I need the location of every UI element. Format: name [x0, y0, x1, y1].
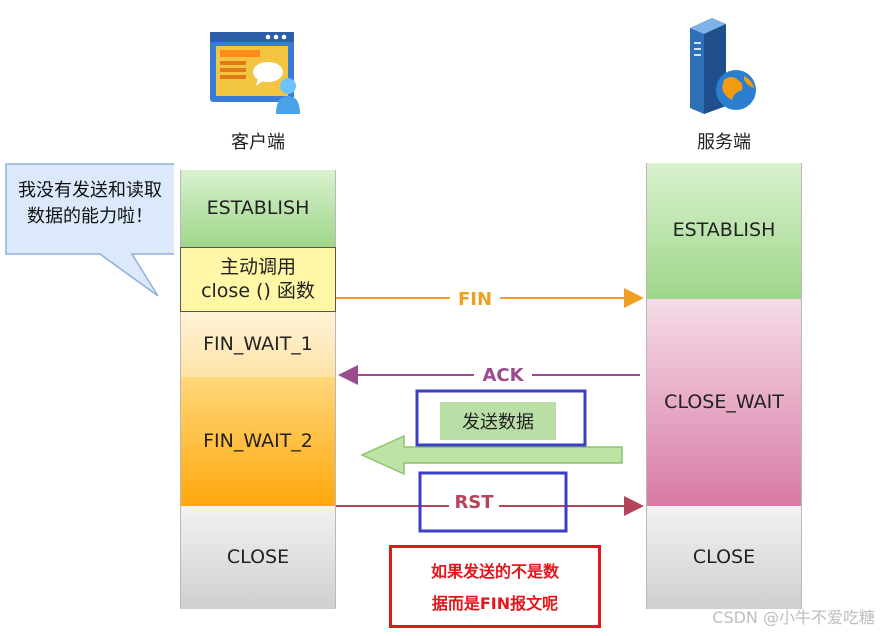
watermark: CSDN @小牛不爱吃糖	[712, 608, 875, 627]
note-line-2: 据而是FIN报文呢	[431, 594, 559, 613]
client-state-close: CLOSE	[180, 506, 336, 609]
rst-label: RST	[449, 491, 499, 513]
client-state-close-call: 主动调用 close () 函数	[180, 247, 336, 312]
client-state-fin-wait-1: FIN_WAIT_1	[180, 312, 336, 377]
server-globe-icon	[672, 14, 772, 118]
server-state-close-wait: CLOSE_WAIT	[646, 299, 802, 506]
server-state-establish: ESTABLISH	[646, 163, 802, 299]
close-call-line2: close () 函数	[201, 279, 315, 302]
note-line-1: 如果发送的不是数	[430, 562, 559, 581]
server-label: 服务端	[697, 132, 751, 153]
note-box: 如果发送的不是数 据而是FIN报文呢	[389, 545, 601, 628]
bubble-text: 我没有发送和读取 数据的能力啦！	[4, 178, 176, 230]
server-state-close: CLOSE	[646, 506, 802, 609]
send-data-label: 发送数据	[440, 402, 556, 440]
send-data-big-arrow	[360, 434, 623, 476]
send-data-highlight-box	[415, 389, 587, 447]
client-state-fin-wait-2: FIN_WAIT_2	[180, 377, 336, 506]
bubble-line-1: 我没有发送和读取	[18, 180, 162, 201]
fin-label: FIN	[450, 288, 500, 310]
ack-label: ACK	[474, 364, 532, 386]
client-label: 客户端	[231, 132, 285, 153]
close-call-line1: 主动调用	[219, 255, 296, 278]
client-state-establish: ESTABLISH	[180, 170, 336, 247]
bubble-line-2: 数据的能力啦！	[27, 206, 153, 227]
rst-highlight-box	[418, 471, 568, 533]
client-computer-icon	[206, 28, 308, 116]
